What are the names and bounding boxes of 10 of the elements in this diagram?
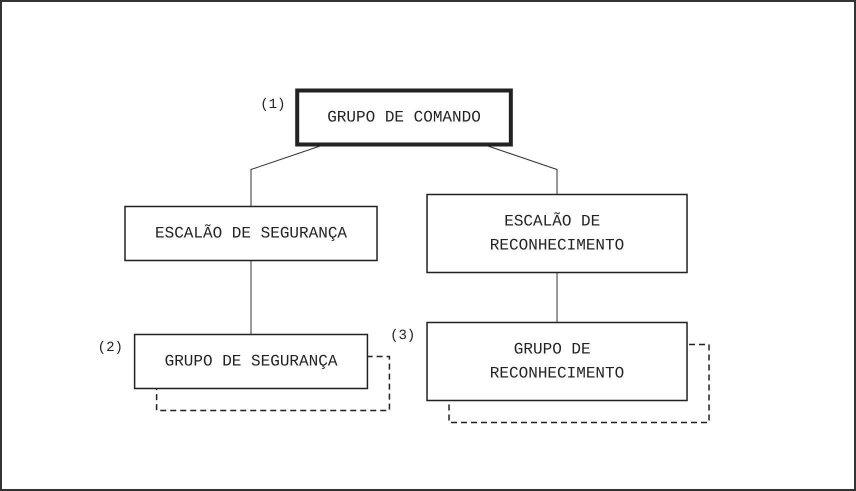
callout-number: (3) — [390, 328, 416, 344]
node-box — [124, 206, 378, 262]
connector — [556, 272, 558, 323]
node-box — [134, 334, 368, 390]
node-box — [426, 194, 688, 274]
node-box — [426, 322, 688, 402]
callout-number: (1) — [260, 96, 286, 112]
node-box — [295, 88, 513, 146]
connector — [250, 260, 252, 335]
callout-number: (2) — [98, 340, 123, 356]
